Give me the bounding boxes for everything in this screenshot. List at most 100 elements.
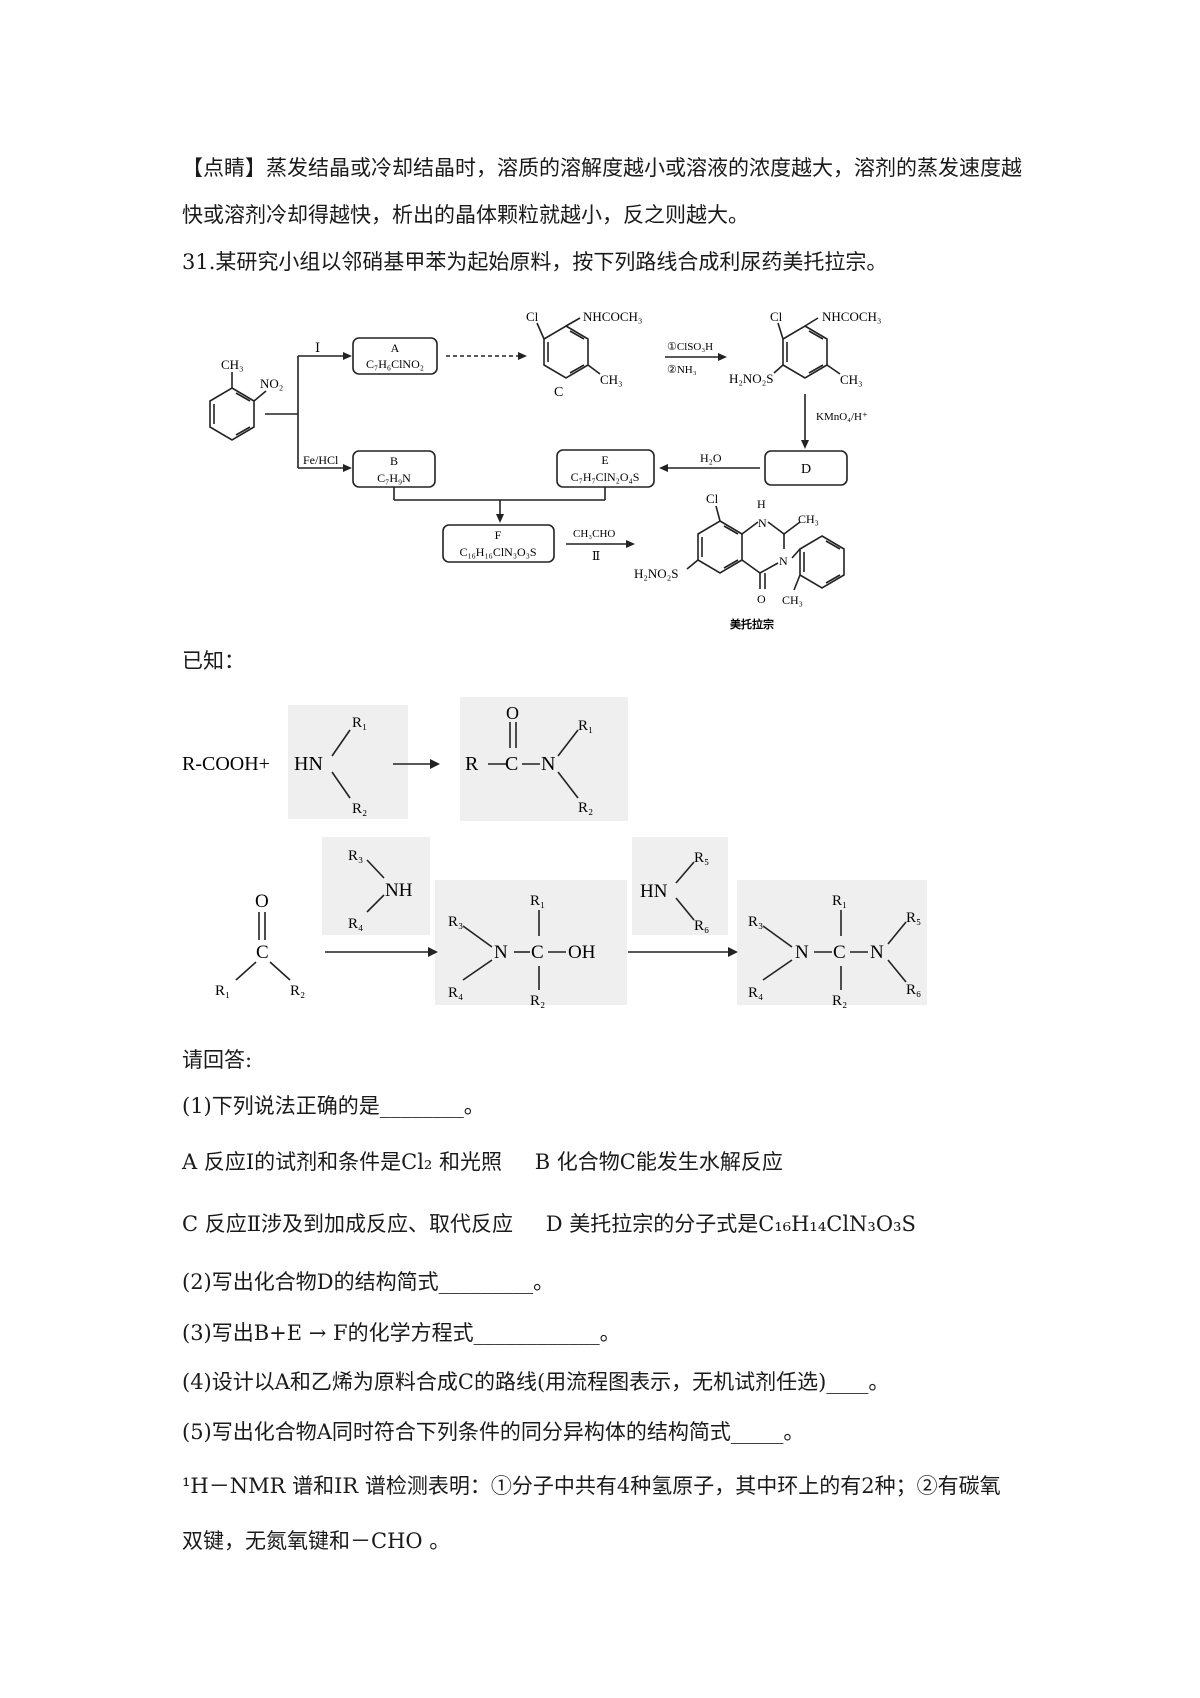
note-line-1: 【点睛】蒸发结晶或冷却结晶时，溶质的溶解度越小或溶液的浓度越大，溶剂的蒸发速度越: [182, 156, 1022, 180]
r2-f-R3: R₃: [748, 914, 763, 930]
P-so2nh2: H₂NO₂S: [729, 371, 773, 386]
option-A: A 反应Ⅰ的试剂和条件是Cl₂ 和光照: [182, 1150, 503, 1174]
box-E-formula: C₇H₇ClN₂O₄S: [571, 470, 640, 484]
r2-i-OH: OH: [568, 942, 596, 963]
r2-i-R3: R₃: [448, 914, 463, 930]
r2-f-N: N: [795, 942, 809, 963]
box-B-label: B: [390, 454, 398, 468]
r1-R2: R₂: [352, 801, 367, 817]
M-h: H: [757, 497, 766, 511]
r2-f-R5: R₅: [906, 910, 921, 926]
known-label: 已知：: [182, 649, 245, 673]
r2-i-R1: R₁: [530, 893, 545, 909]
r1-C: C: [505, 753, 518, 775]
r2-i-R4: R₄: [448, 985, 463, 1001]
condition-line-2: 双键，无氮氧键和－CHO 。: [182, 1529, 451, 1553]
question-4: (4)设计以A和乙烯为原料合成C的路线(用流程图表示，无机试剂任选)____。: [182, 1370, 890, 1394]
r1-reactant: R-COOH+: [182, 753, 270, 775]
question-1: (1)下列说法正确的是________。: [182, 1094, 485, 1118]
C-nhcoch3: NHCOCH₃: [583, 309, 642, 324]
r1-N: N: [541, 753, 555, 775]
sulfonamide-ring: [782, 325, 828, 379]
r1-pR2: R₂: [578, 800, 593, 816]
options-row-1: A 反应Ⅰ的试剂和条件是Cl₂ 和光照 B 化合物C能发生水解反应: [182, 1148, 783, 1176]
step-II-label: Ⅱ: [592, 549, 600, 563]
r2-b-R6: R₆: [694, 918, 709, 934]
r2-O: O: [255, 891, 269, 912]
r2-b-HN: HN: [640, 881, 668, 902]
answer-prompt: 请回答:: [182, 1048, 253, 1072]
P-ch3: CH₃: [840, 372, 863, 387]
synthesis-scheme: CH₃ NO₂ Ⅰ Fe/HCl A C₇H₆ClNO₂ Cl NHCOCH₃ …: [209, 309, 881, 631]
option-B: B 化合物C能发生水解反应: [534, 1150, 783, 1174]
r1-hn: HN: [294, 753, 323, 775]
metolazone-name: 美托拉宗: [730, 617, 774, 631]
reagent-clso3h: ①ClSO₃H: [667, 341, 713, 353]
reagent-ch3cho: CH₃CHO: [573, 528, 615, 540]
r2-i-C: C: [531, 942, 544, 963]
box-F-label: F: [495, 528, 502, 542]
box-D: [764, 450, 848, 486]
r2-f-R6: R₆: [906, 982, 921, 998]
start-ch3: CH₃: [221, 357, 244, 372]
M-ch3b: CH₃: [782, 593, 803, 607]
C-label: C: [554, 385, 563, 400]
M-n3: N: [779, 554, 788, 568]
box-A: [352, 337, 438, 375]
M-n1: N: [758, 516, 767, 530]
box-B-formula: C₇H₉N: [377, 471, 411, 485]
option-D: D 美托拉宗的分子式是C₁₆H₁₄ClN₃O₃S: [545, 1212, 916, 1236]
box-A-formula: C₇H₆ClNO₂: [366, 357, 424, 371]
box-E-label: E: [601, 453, 608, 467]
box-F: [442, 524, 555, 563]
known-reaction-1: R-COOH+ HN R₁ R₂ R C O N R₁ R₂: [182, 697, 628, 821]
M-cl: Cl: [706, 491, 719, 506]
question-5: (5)写出化合物A同时符合下列条件的同分异构体的结构简式_____。: [182, 1420, 805, 1444]
r2-R1: R₁: [215, 983, 230, 999]
M-ch3: CH₃: [798, 512, 819, 526]
r2-f-R1: R₁: [832, 893, 847, 909]
r2-a-R4: R₄: [348, 916, 363, 932]
P-nhcoch3: NHCOCH₃: [822, 309, 881, 324]
reagent-fe-hcl: Fe/HCl: [303, 453, 339, 467]
start-benzene-ring: [209, 387, 255, 441]
r2-a-NH: NH: [385, 880, 413, 901]
r2-f-R4: R₄: [748, 985, 763, 1001]
reagent-nh3: ②NH₃: [667, 364, 697, 376]
option-C: C 反应Ⅱ涉及到加成反应、取代反应: [182, 1212, 514, 1236]
r2-f-N2: N: [870, 942, 884, 963]
reagent-h2o: H₂O: [700, 451, 722, 465]
r2-a-R3: R₃: [348, 848, 363, 864]
box-D-label: D: [801, 462, 811, 477]
r2-C: C: [256, 942, 269, 963]
question-2: (2)写出化合物D的结构简式_________。: [182, 1270, 555, 1294]
reagent-kmno4: KMnO₄/H⁺: [816, 411, 868, 423]
condition-line-1: ¹H－NMR 谱和IR 谱检测表明：①分子中共有4种氢原子，其中环上的有2种；②…: [182, 1474, 1001, 1498]
M-so2nh2: H₂NO₂S: [634, 566, 678, 581]
start-no2: NO₂: [260, 376, 283, 391]
r1-O: O: [506, 703, 519, 723]
M-o: O: [757, 592, 766, 606]
r2-i-R2: R₂: [530, 993, 545, 1009]
C-cl: Cl: [526, 309, 539, 324]
r1-R1: R₁: [352, 715, 367, 731]
metolazone-structure: [686, 505, 845, 591]
r2-b-R5: R₅: [694, 850, 709, 866]
options-row-2: C 反应Ⅱ涉及到加成反应、取代反应 D 美托拉宗的分子式是C₁₆H₁₄ClN₃O…: [182, 1210, 916, 1238]
r1-pR1: R₁: [578, 718, 593, 734]
compound-C-ring: [543, 325, 589, 379]
question-stem: 31.某研究小组以邻硝基甲苯为起始原料，按下列路线合成利尿药美托拉宗。: [182, 250, 888, 274]
r2-i-N: N: [494, 942, 508, 963]
P-cl: Cl: [770, 309, 783, 324]
known-reaction-2: O C R₁ R₂ R₃ NH R₄ R₃: [215, 837, 927, 1009]
r2-f-R2: R₂: [832, 993, 847, 1009]
box-A-label: A: [391, 341, 400, 355]
r2-f-C: C: [833, 942, 846, 963]
question-3: (3)写出B+E → F的化学方程式____________。: [182, 1321, 621, 1345]
box-F-formula: C₁₆H₁₆ClN₃O₃S: [459, 545, 536, 559]
C-ch3: CH₃: [600, 372, 623, 387]
step-I-label: Ⅰ: [315, 340, 320, 355]
r1-R: R: [465, 753, 479, 775]
note-line-2: 快或溶剂冷却得越快，析出的晶体颗粒就越小，反之则越大。: [182, 203, 749, 227]
r2-R2: R₂: [290, 983, 305, 999]
